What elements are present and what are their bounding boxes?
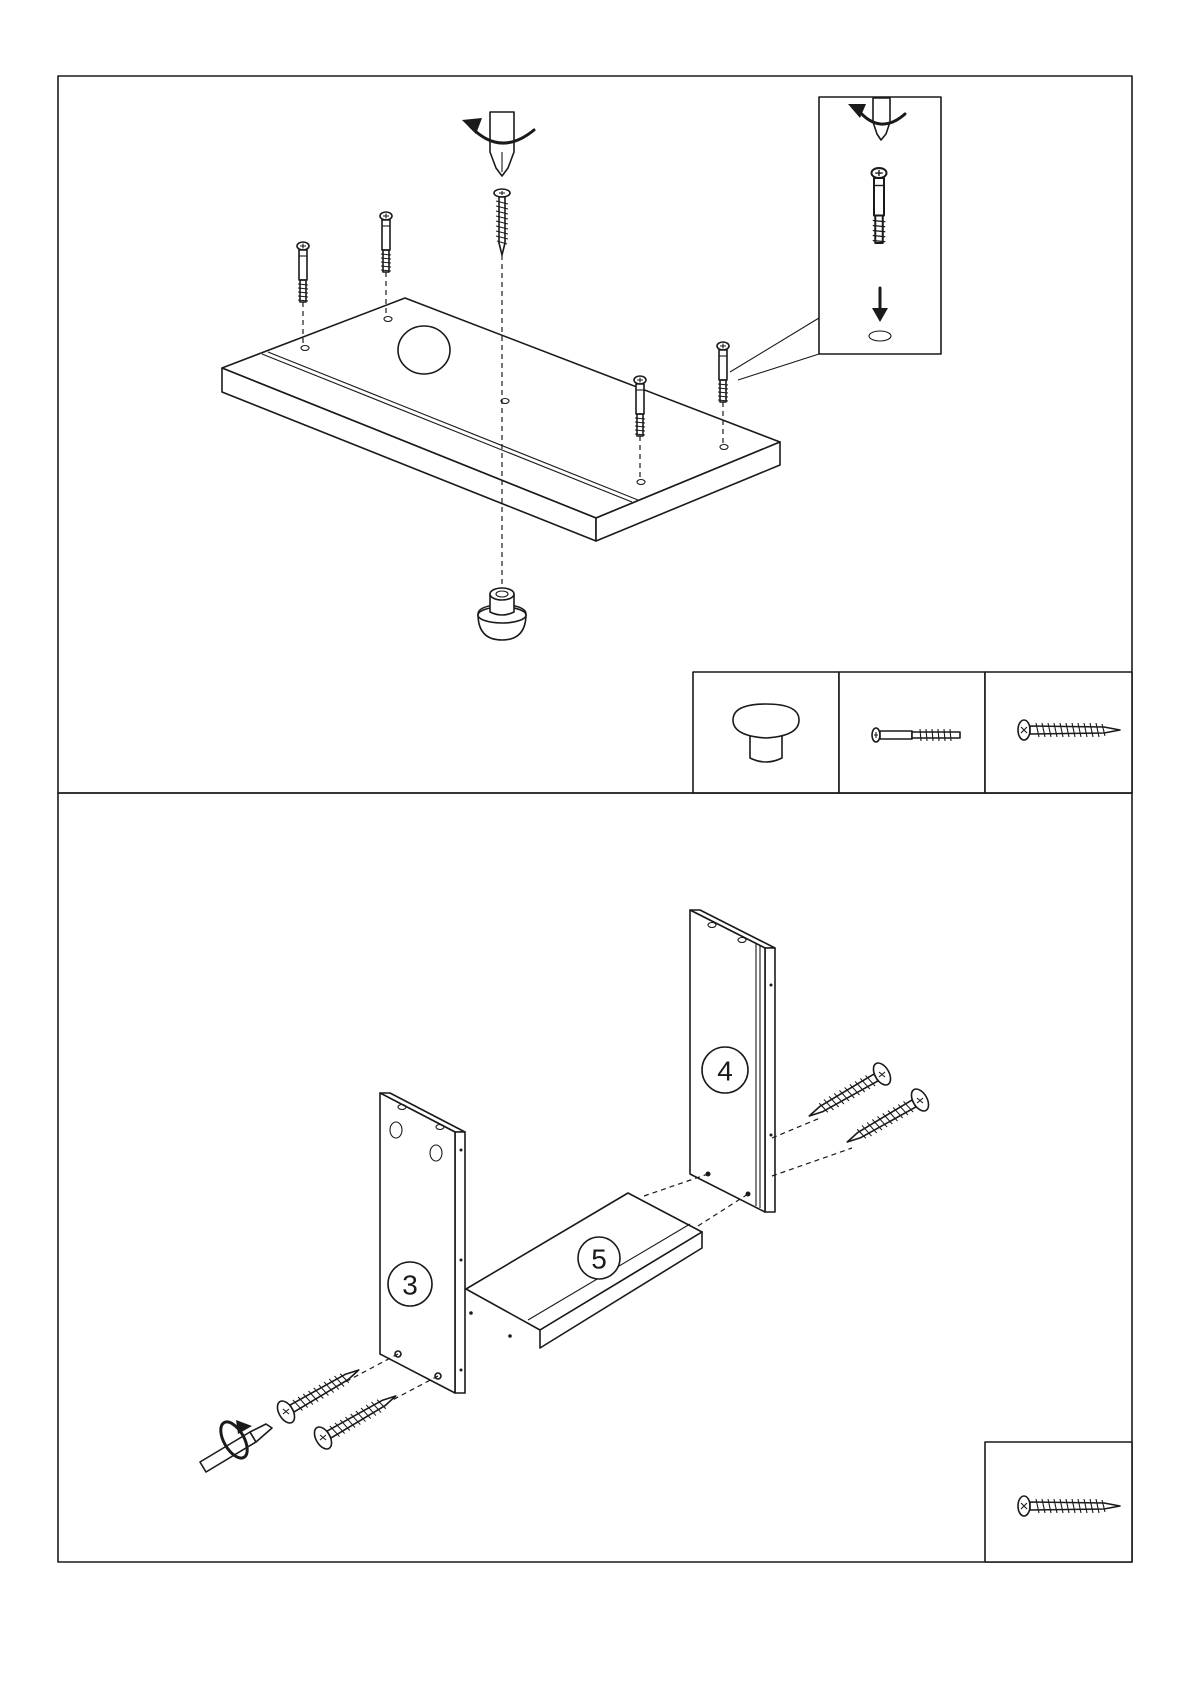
screwdriver-icon (200, 1418, 272, 1472)
detail-callout (730, 97, 941, 380)
knob-icon (478, 588, 526, 640)
cam-bolt-icon (717, 342, 729, 402)
side-panel-right: 4 (690, 910, 775, 1212)
step-two-inventory (985, 1442, 1132, 1562)
screwdriver-icon (462, 112, 534, 176)
wood-screw-icon (494, 189, 510, 255)
wood-screw-icon (844, 1086, 932, 1148)
step-two-cabinet-diagram: 4 5 3 (200, 910, 932, 1472)
knob-on-board (398, 326, 450, 374)
wood-screw-icon (274, 1364, 362, 1426)
side-panel-left: 3 (380, 1093, 465, 1393)
cam-bolt-icon (380, 212, 392, 272)
panel-number-3: 3 (402, 1270, 418, 1301)
wood-screw-icon (806, 1060, 894, 1122)
step-two-frame (58, 793, 1132, 1562)
panel-number-4: 4 (717, 1056, 733, 1087)
panel-number-5: 5 (591, 1244, 607, 1275)
cam-bolt-icon (297, 242, 309, 302)
step-one-tabletop-diagram (222, 112, 780, 640)
wood-screw-icon (311, 1390, 399, 1452)
bottom-panel: 5 (466, 1193, 702, 1348)
step-one-inventory (693, 672, 1132, 793)
